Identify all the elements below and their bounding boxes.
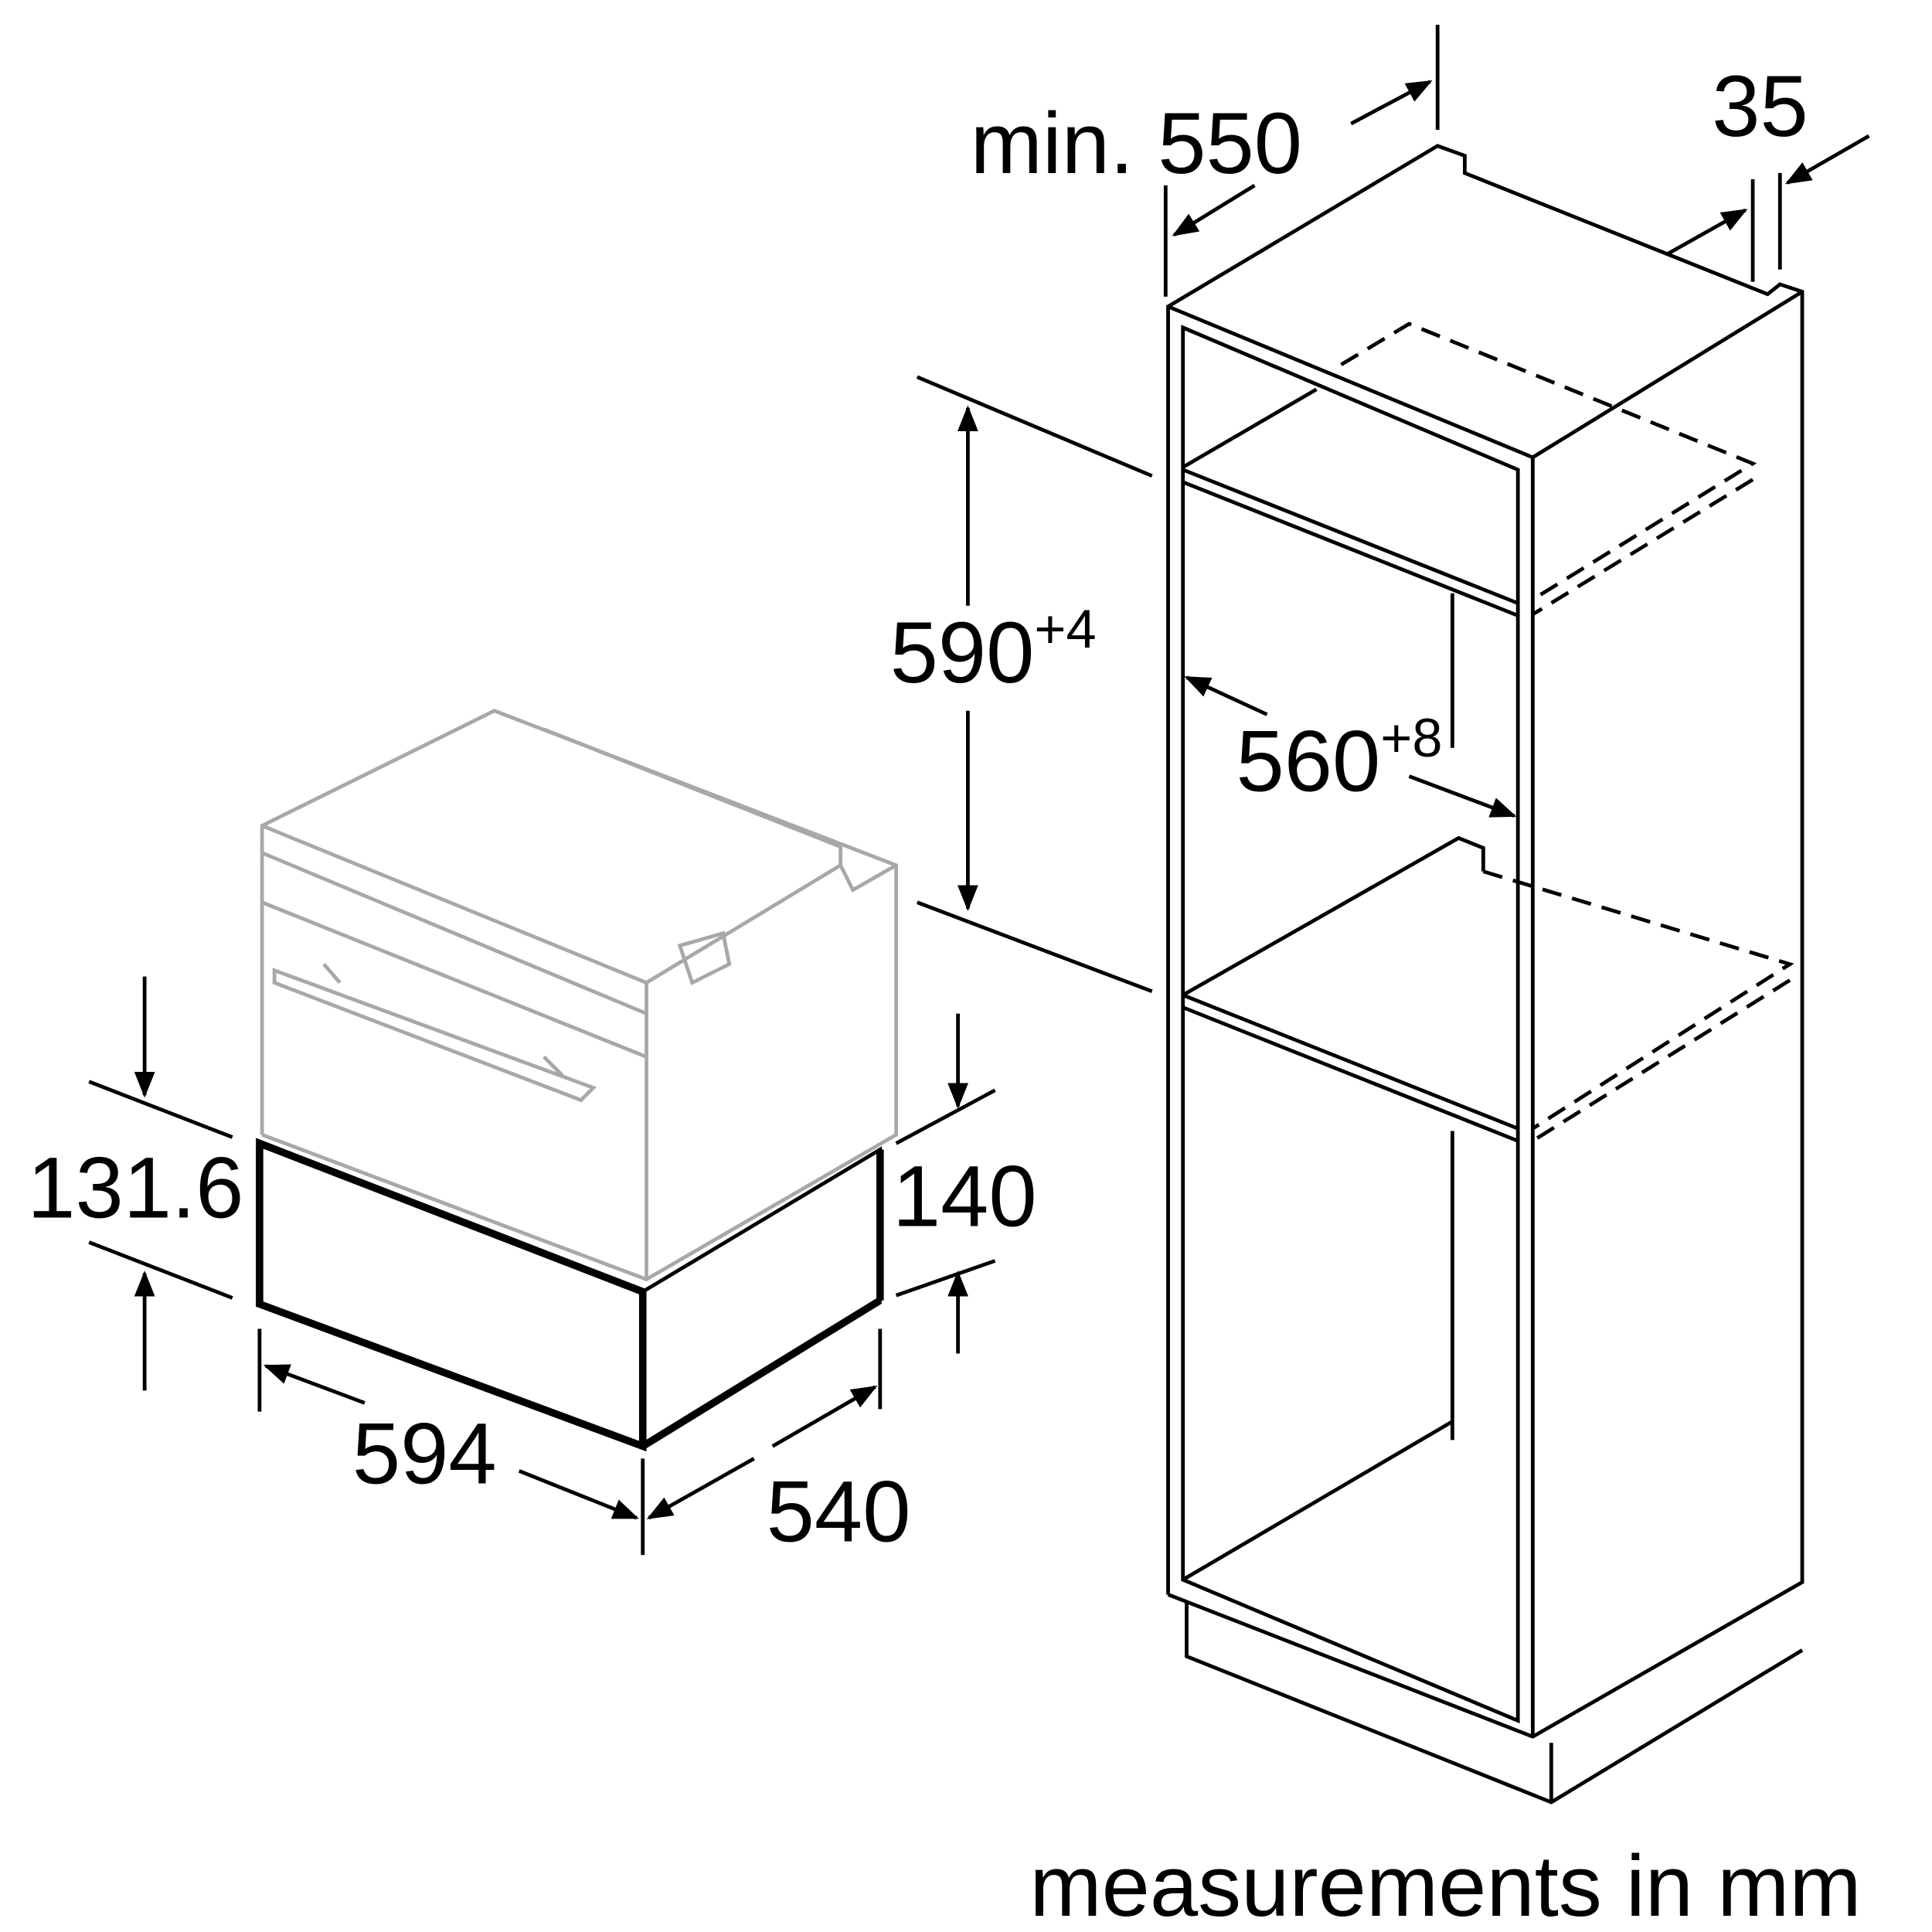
niche-height-value: 590 — [890, 604, 1035, 701]
drawer-depth-label: 540 — [767, 1464, 911, 1560]
drawer-side-height-label: 140 — [893, 1148, 1037, 1245]
niche-height-tolerance: +4 — [1034, 598, 1096, 659]
drawer-front-height-label: 131.6 — [27, 1139, 243, 1236]
tall-cabinet — [1166, 144, 1804, 1804]
niche-width-label: 560+8 — [1236, 707, 1442, 810]
back-gap-label: 35 — [1712, 58, 1808, 155]
units-footnote: measurements in mm — [1029, 1838, 1861, 1932]
niche-width-value: 560 — [1236, 713, 1380, 810]
niche-height-label: 590+4 — [890, 598, 1097, 701]
warming-drawer — [256, 1138, 884, 1452]
cabinet-depth-label: min. 550 — [971, 95, 1302, 192]
dimension-lines — [88, 24, 1870, 1556]
drawer-width-label: 594 — [352, 1405, 497, 1502]
niche-width-tolerance: +8 — [1380, 707, 1442, 768]
oven-outline — [260, 709, 899, 1282]
oven-handle — [272, 963, 597, 1103]
